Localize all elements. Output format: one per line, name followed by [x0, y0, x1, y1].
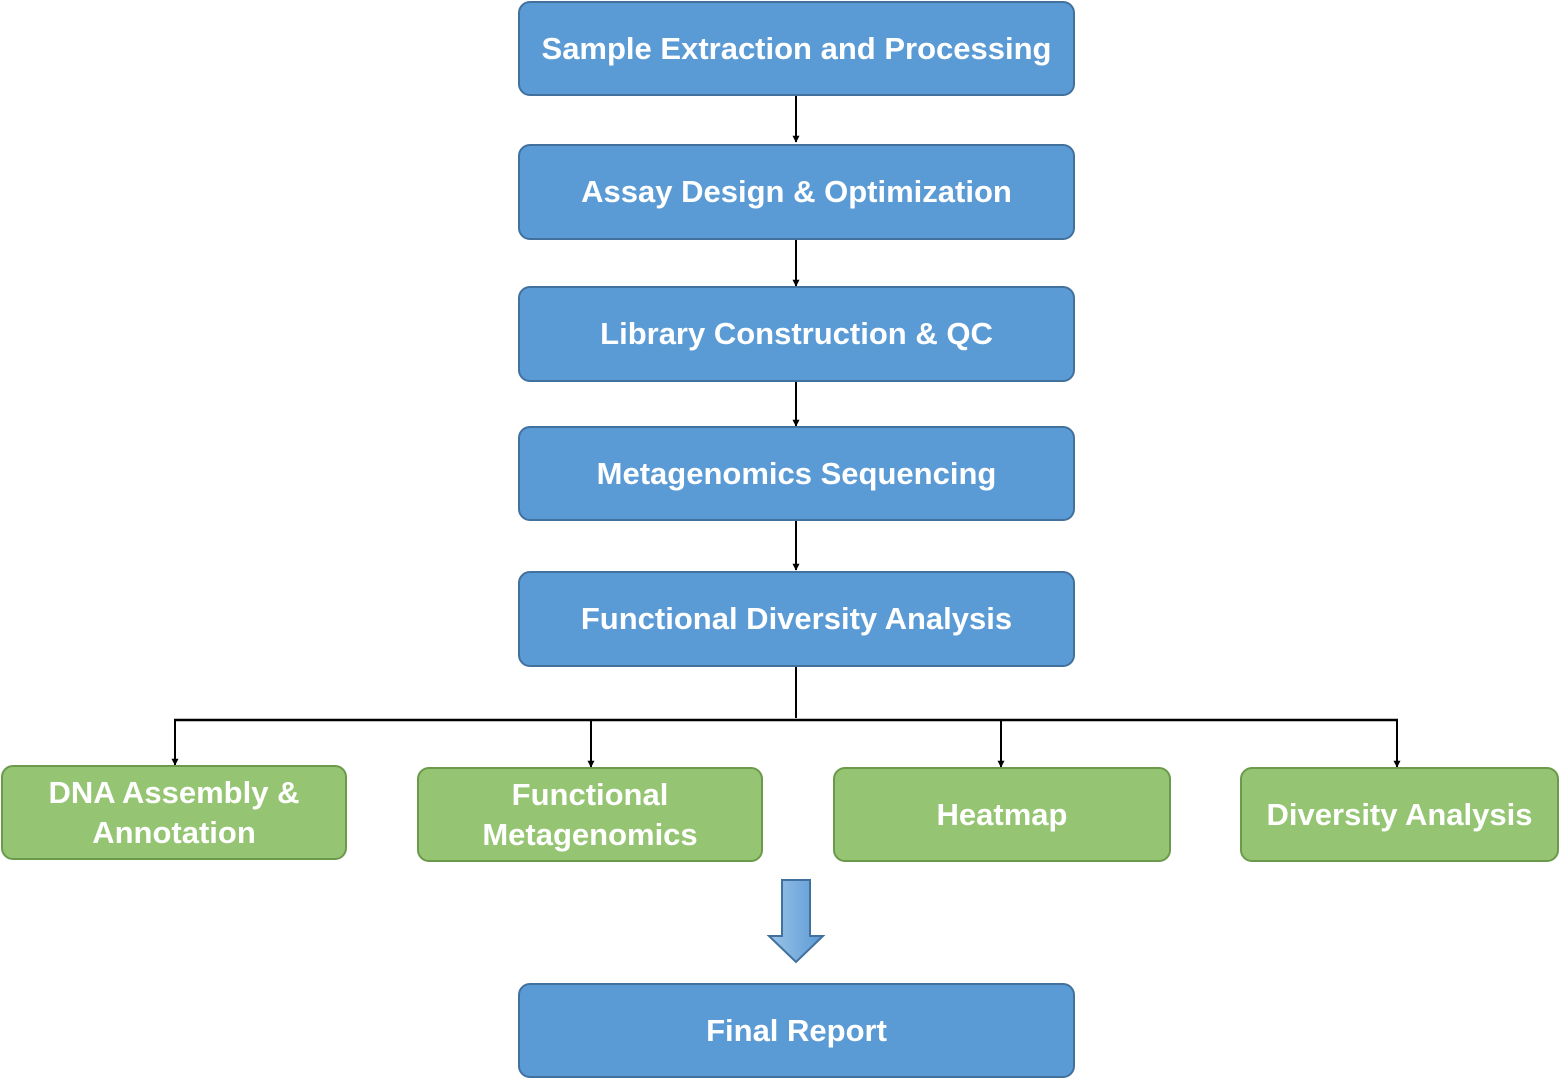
branch-dna-assembly: DNA Assembly & Annotation: [1, 765, 347, 860]
step-label: Final Report: [706, 1012, 887, 1048]
step-assay-design: Assay Design & Optimization: [518, 144, 1075, 240]
step-label: Assay Design & Optimization: [581, 174, 1012, 210]
branch-heatmap: Heatmap: [833, 767, 1171, 862]
step-label: Library Construction & QC: [600, 316, 993, 352]
step-library-construction: Library Construction & QC: [518, 286, 1075, 382]
step-label: Functional Diversity Analysis: [580, 601, 1013, 637]
branch-label: Heatmap: [936, 796, 1068, 832]
step-sample-extraction: Sample Extraction and Processing: [518, 1, 1075, 96]
branch-label: Diversity Analysis: [1266, 796, 1533, 832]
branch-diversity-analysis: Diversity Analysis: [1240, 767, 1559, 862]
step-label: Metagenomics Sequencing: [596, 455, 997, 491]
branch-functional-metagenomics: Functional Metagenomics: [417, 767, 763, 862]
branch-label: DNA Assembly & Annotation: [48, 774, 300, 850]
step-functional-diversity-analysis: Functional Diversity Analysis: [518, 571, 1075, 667]
branch-label: Functional Metagenomics: [482, 776, 698, 852]
big-down-arrow-icon: [766, 879, 826, 964]
step-final-report: Final Report: [518, 983, 1075, 1078]
step-label: Sample Extraction and Processing: [541, 30, 1052, 66]
step-metagenomics-sequencing: Metagenomics Sequencing: [518, 426, 1075, 521]
